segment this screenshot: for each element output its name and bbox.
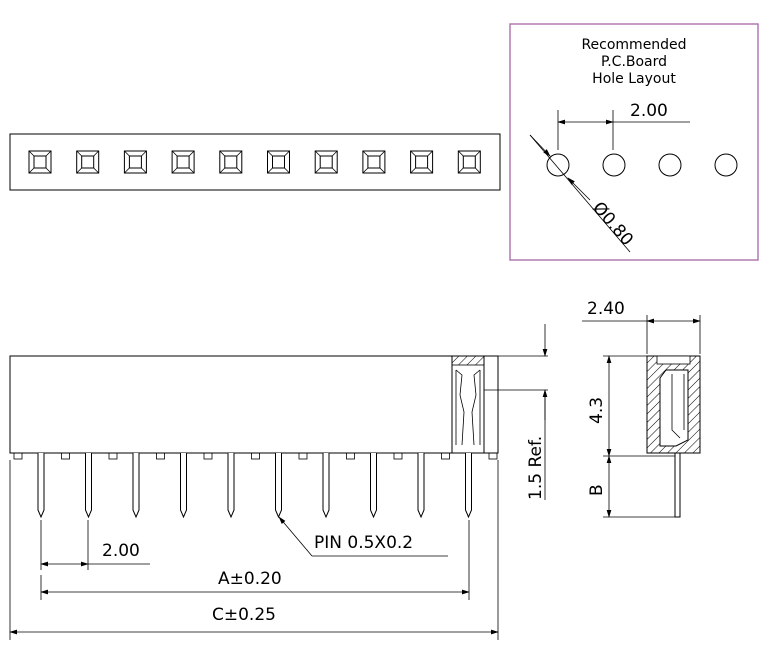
- hole-layout-title-3: Hole Layout: [592, 71, 676, 87]
- front-pin: [180, 453, 187, 519]
- standoff-foot: [441, 452, 450, 460]
- pcb-hole: [546, 153, 570, 177]
- dim-c-label: C±0.25: [212, 605, 276, 625]
- top-view-housing: [9, 133, 501, 191]
- front-pin: [37, 453, 45, 519]
- standoff-foot: [488, 452, 498, 460]
- standoff-foot: [251, 452, 260, 460]
- top-contact: [28, 150, 52, 174]
- side-cavity: [659, 369, 689, 447]
- front-pin: [322, 453, 330, 519]
- top-contact: [267, 150, 290, 174]
- pcb-hole: [714, 153, 738, 177]
- top-contact: [76, 150, 100, 174]
- hole-layout-title-2: P.C.Board: [601, 54, 667, 70]
- standoff-foot: [61, 452, 70, 460]
- side-view: 2.40 4.3 B: [582, 299, 701, 518]
- pcb-holes: [546, 153, 738, 177]
- top-contact: [171, 150, 195, 174]
- top-contact: [362, 150, 386, 174]
- top-contact: [410, 150, 434, 174]
- pcb-hole: [658, 153, 682, 177]
- top-contact: [219, 150, 243, 174]
- front-pin: [370, 453, 377, 519]
- standoff-foot: [13, 452, 23, 460]
- front-pin: [275, 453, 282, 519]
- side-width-label: 2.40: [587, 299, 625, 319]
- height-ref-label: 1.5 Ref.: [526, 436, 546, 500]
- dim-a-label: A±0.20: [218, 569, 282, 589]
- side-height-label: 4.3: [587, 397, 607, 424]
- pin-pitch-label: 2.00: [102, 541, 140, 561]
- standoff-foot: [108, 452, 118, 460]
- top-view-contacts: [28, 150, 481, 174]
- top-contact: [457, 150, 481, 174]
- front-view-standoffs: [13, 452, 498, 460]
- standoff-foot: [156, 452, 165, 460]
- hole-layout-panel: Recommended P.C.Board Hole Layout 2.00 Ø…: [509, 23, 759, 261]
- front-pin: [85, 453, 92, 519]
- top-contact: [314, 150, 338, 174]
- contact-section-detail: [451, 355, 548, 453]
- hole-diameter-label: Ø0.80: [588, 198, 637, 250]
- hole-layout-title-1: Recommended: [581, 37, 686, 53]
- standoff-foot: [393, 452, 403, 460]
- pin-size-label: PIN 0.5X0.2: [314, 533, 413, 553]
- front-view-pins: [37, 453, 472, 519]
- hole-pitch-label: 2.00: [630, 101, 668, 121]
- top-view: [9, 133, 501, 191]
- front-pin: [417, 453, 425, 519]
- front-view-housing: [9, 355, 499, 454]
- hole-layout-frame: [509, 23, 759, 261]
- side-pin-length-label: B: [587, 484, 607, 496]
- pcb-hole: [602, 153, 626, 177]
- front-pin: [227, 453, 235, 519]
- side-pin: [674, 452, 681, 518]
- standoff-foot: [346, 452, 355, 460]
- front-pin: [132, 453, 140, 519]
- standoff-foot: [298, 452, 308, 460]
- top-contact: [123, 150, 147, 174]
- front-view: 1.5 Ref. 2.00 PIN 0.5X0.2 A±0.20 C±0.25: [9, 324, 548, 640]
- standoff-foot: [203, 452, 213, 460]
- front-pin: [465, 453, 472, 519]
